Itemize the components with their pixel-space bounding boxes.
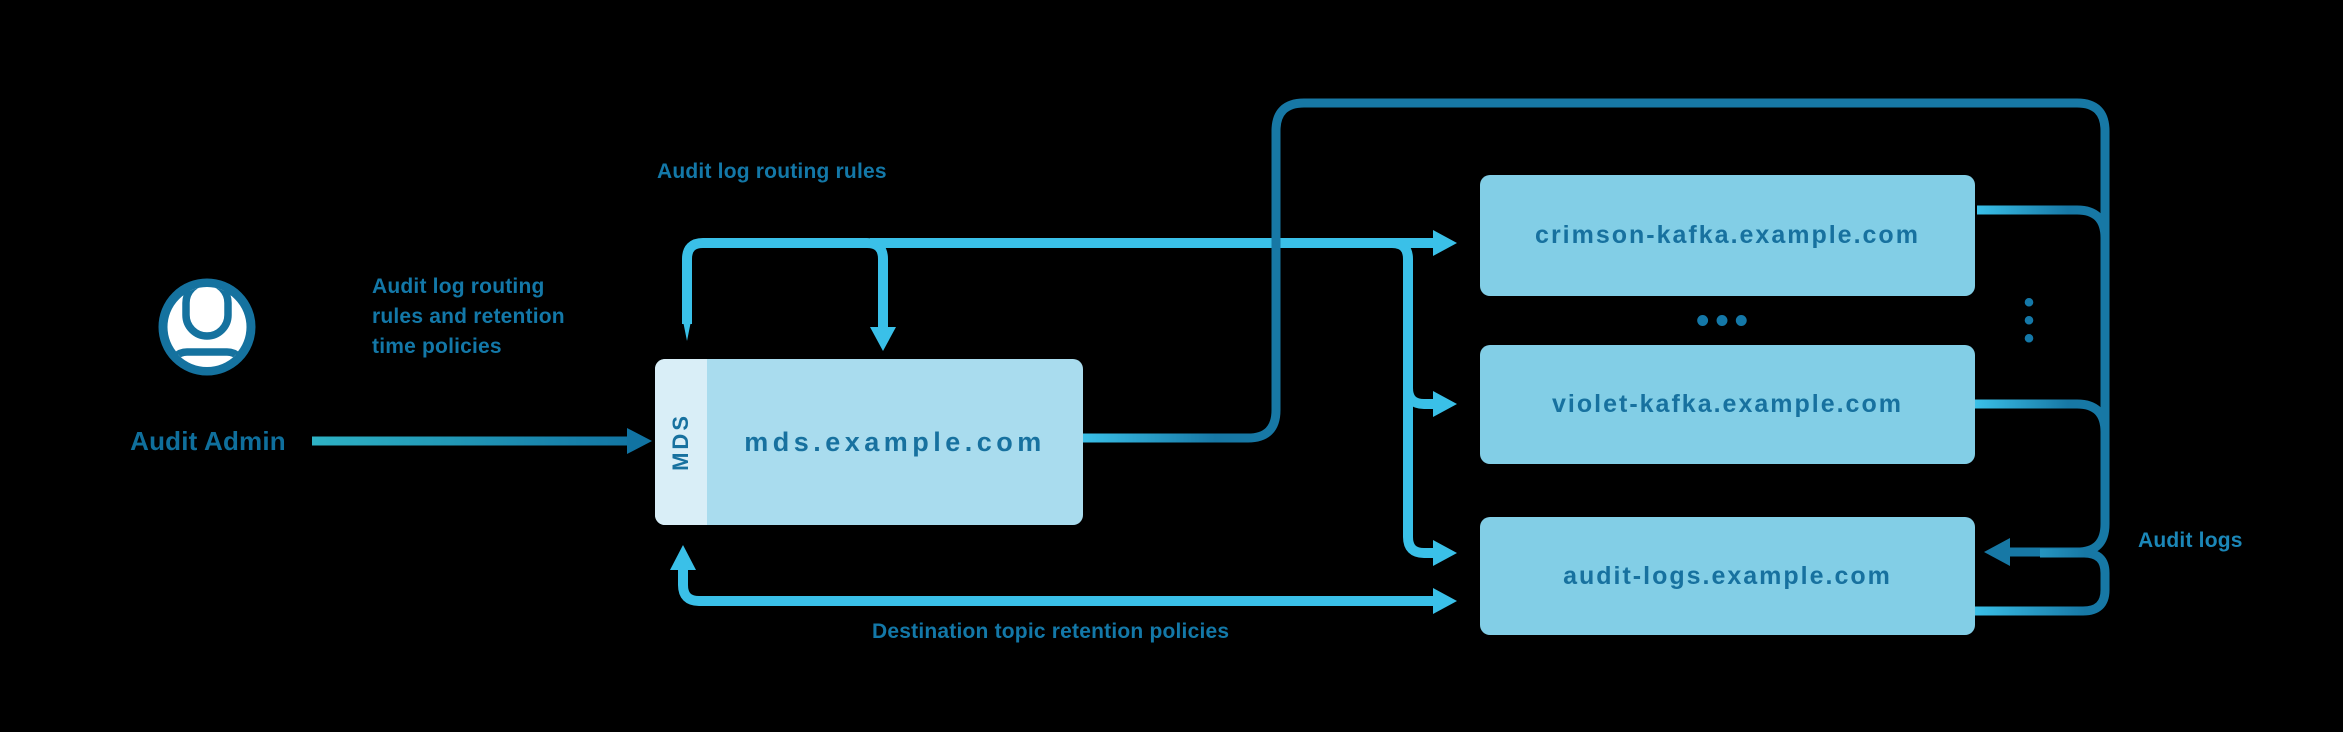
person-icon-head: [182, 287, 232, 340]
crimson-kafka-node-label: crimson-kafka.example.com: [1535, 221, 1920, 249]
arrow-into-audit-logs-upper: [1433, 540, 1457, 566]
ellipsis-horizontal-icon: •••: [1696, 300, 1754, 342]
violet-kafka-node-label: violet-kafka.example.com: [1552, 390, 1903, 418]
arrow-into-violet: [1433, 391, 1457, 417]
admin-to-mds-connector: [312, 428, 652, 454]
arrow-into-audit-logs-right: [1984, 538, 2010, 566]
audit-logs-node-label: audit-logs.example.com: [1563, 561, 1892, 590]
retention-policies-label: Destination topic retention policies: [872, 620, 1230, 643]
audit-logs-self-loop-line: [1973, 548, 2110, 616]
mds-routing-rules-self-loop: [682, 238, 896, 351]
person-icon: [158, 278, 256, 376]
crimson-kafka-node: crimson-kafka.example.com: [1480, 175, 1975, 296]
routing-branch-violet-line: [1403, 387, 1434, 409]
audit-log-flow-connector: [1083, 98, 2110, 616]
audit-logs-label: Audit logs: [2138, 529, 2243, 552]
admin-annotation-label: Audit log routing rules and retention ti…: [372, 275, 565, 358]
mds-audit-log-line: [1083, 98, 2110, 557]
routing-rules-to-clusters-connector: [870, 230, 1457, 566]
arrow-into-audit-logs-lower: [1433, 588, 1457, 614]
self-loop-line: [682, 238, 888, 328]
self-loop-taper: [682, 316, 692, 341]
arrow-down-into-mds: [870, 327, 896, 351]
routing-rules-label: Audit log routing rules: [657, 160, 887, 183]
mds-node: MDS mds.example.com: [655, 359, 1083, 525]
violet-audit-log-line: [1975, 399, 2110, 433]
retention-policies-connector: [670, 545, 1457, 614]
ellipsis-vertical-icon: • • •: [2023, 286, 2035, 355]
person-icon-body: [167, 348, 247, 367]
violet-kafka-node: violet-kafka.example.com: [1480, 345, 1975, 464]
crimson-audit-log-line: [1977, 205, 2110, 239]
routing-branch-vertical-line: [1391, 238, 1434, 558]
audit-admin-label: Audit Admin: [130, 426, 286, 456]
arrow-into-mds-left: [627, 428, 652, 454]
arrow-up-into-mds-bottom: [670, 545, 696, 570]
mds-tag-strip: MDS: [655, 359, 707, 525]
audit-logs-node: audit-logs.example.com: [1480, 517, 1975, 635]
arrow-into-crimson: [1433, 230, 1457, 256]
retention-line: [678, 565, 1434, 606]
mds-node-label: mds.example.com: [744, 426, 1046, 457]
mds-tag: MDS: [668, 413, 693, 471]
